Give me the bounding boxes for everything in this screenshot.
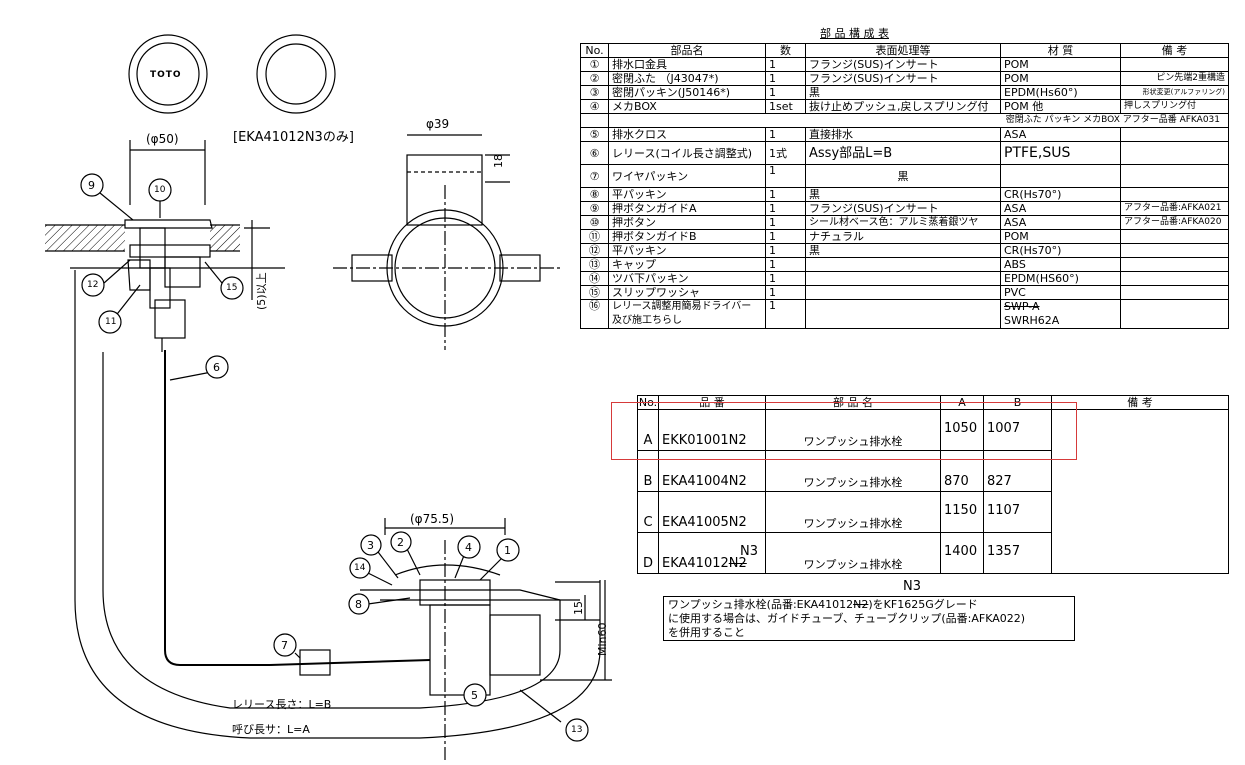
highlight-box	[611, 402, 1077, 460]
balloon-3	[360, 534, 382, 556]
balloon-8	[348, 593, 370, 615]
balloon-14	[349, 557, 371, 579]
balloon-label-4: 4	[465, 541, 472, 554]
balloon-label-14: 14	[354, 563, 366, 573]
dim-phi50: (φ50)	[146, 132, 179, 146]
balloon-label-10: 10	[154, 185, 166, 195]
dim-18: 18	[492, 154, 505, 168]
button-top-view-toto	[128, 34, 208, 114]
parts-header-row: No. 部品名 数 表面処理等 材 質 備 考	[580, 43, 1229, 58]
balloon-label-5: 5	[471, 689, 478, 702]
dim-min60: Min60	[596, 622, 609, 656]
balloon-15	[220, 276, 244, 300]
dim-5-min: (5)以上	[255, 272, 268, 310]
balloon-label-1: 1	[504, 544, 511, 557]
toto-logo: TOTO	[150, 70, 182, 80]
balloon-label-9: 9	[88, 179, 95, 192]
balloon-13	[565, 718, 589, 742]
balloon-12	[81, 273, 105, 297]
side-view-phi39	[333, 134, 560, 350]
balloon-label-7: 7	[281, 639, 288, 652]
balloon-label-3: 3	[367, 539, 374, 552]
balloon-11	[98, 310, 122, 334]
table-row-span: 密閉ふた パッキン メカBOX アフター品番 AFKA031	[580, 113, 1229, 128]
note-box: ワンプッシュ排水栓(品番:EKA41012N2)をKF1625Gグレード に使用…	[663, 596, 1075, 641]
balloon-7	[273, 633, 297, 657]
release-length-label: レリース長さ：L=B	[232, 698, 332, 711]
only-label: [EKA41012N3のみ]	[233, 130, 354, 145]
dim-15: 15	[572, 601, 585, 615]
dim-phi39: φ39	[426, 117, 450, 131]
balloon-label-15: 15	[226, 283, 238, 293]
note-tag: N3	[903, 579, 921, 594]
balloon-6	[205, 355, 229, 379]
balloon-label-2: 2	[397, 536, 404, 549]
balloon-4	[457, 535, 481, 559]
balloon-label-12: 12	[87, 280, 99, 290]
push-button-assembly	[124, 219, 213, 352]
drain-body	[269, 518, 612, 760]
balloon-1	[496, 538, 520, 562]
balloon-9	[80, 173, 104, 197]
nominal-length-label: 呼び長サ：L=A	[232, 723, 310, 736]
balloon-5	[463, 683, 487, 707]
button-top-view-plain	[256, 34, 336, 114]
balloon-label-11: 11	[105, 317, 117, 327]
balloon-label-6: 6	[213, 361, 220, 374]
dim-phi75: (φ75.5)	[410, 512, 454, 526]
balloon-label-8: 8	[355, 598, 362, 611]
parts-table-title: 部 品 構 成 表	[820, 27, 889, 40]
balloon-label-13: 13	[571, 725, 583, 735]
balloon-10	[148, 178, 172, 202]
balloon-2	[390, 531, 412, 553]
